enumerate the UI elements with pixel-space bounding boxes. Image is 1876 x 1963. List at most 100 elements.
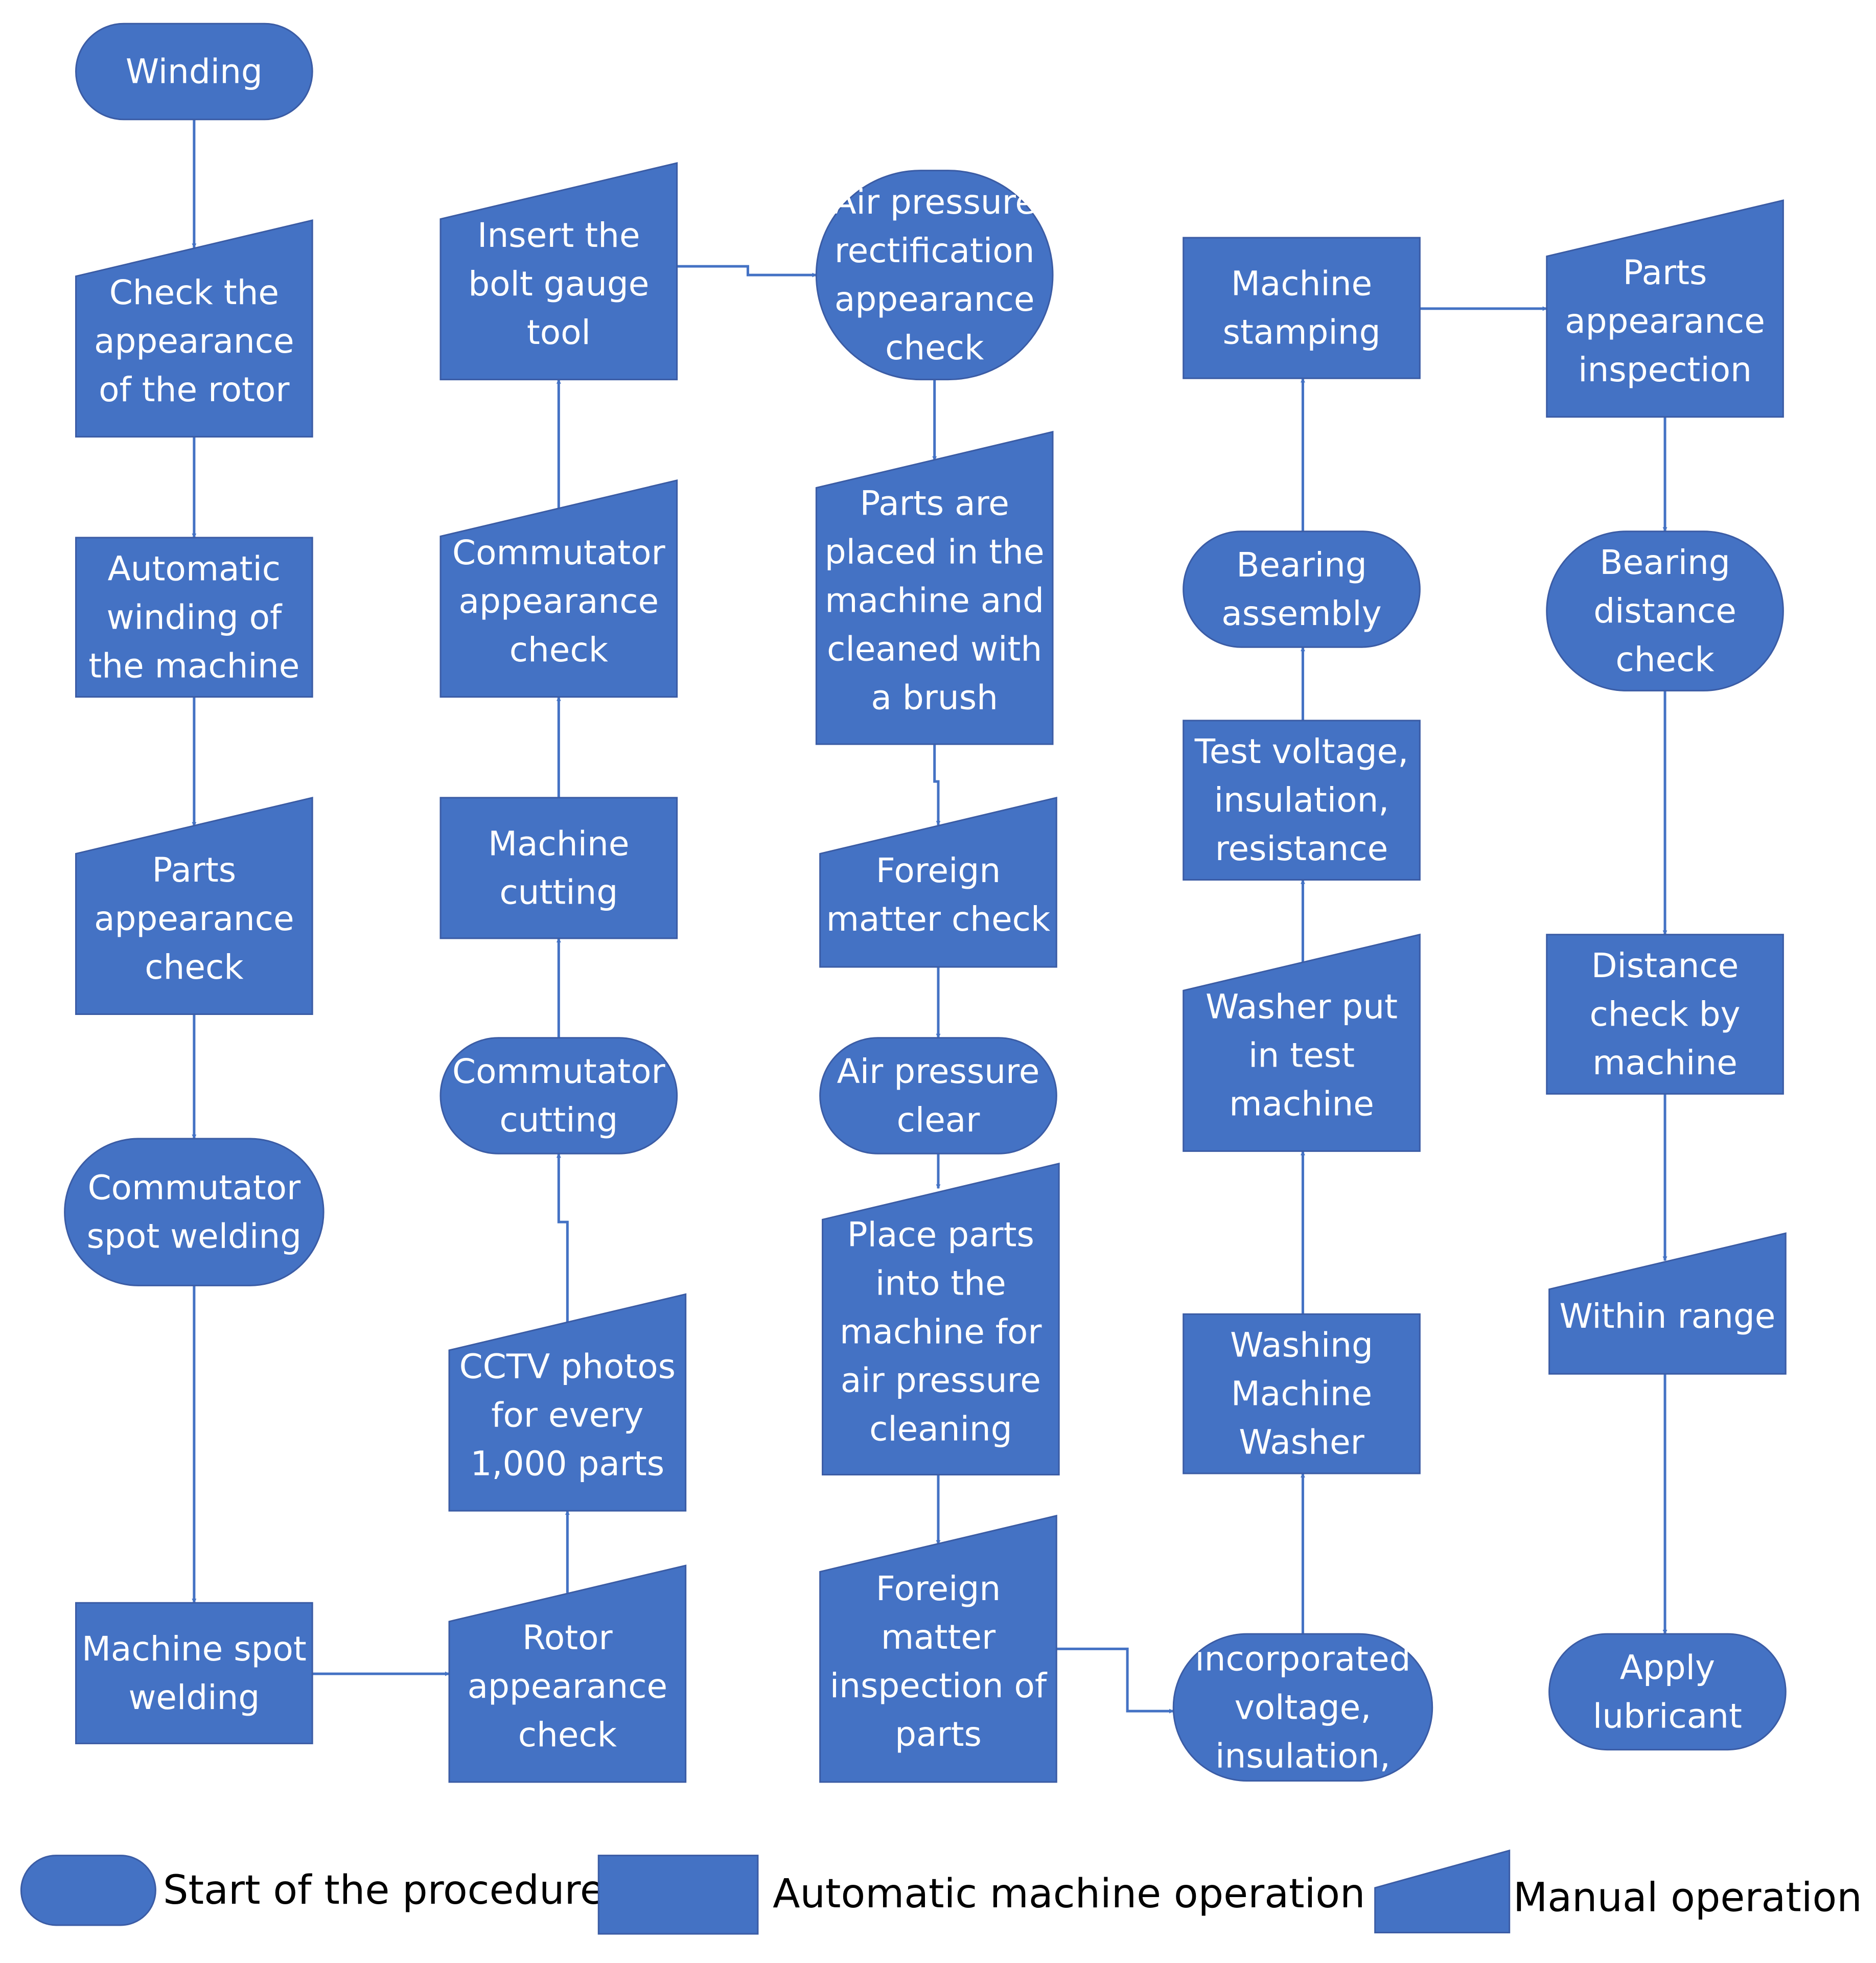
connectors xyxy=(192,119,1667,1714)
connector-arrow-18 xyxy=(1056,1647,1174,1714)
node-label-line: appearance xyxy=(94,899,294,938)
node-foreign-matter-check: Foreign matter check xyxy=(819,796,1057,968)
node-label-line: incorporated xyxy=(1195,1639,1410,1678)
connector-arrow-14 xyxy=(933,744,941,826)
node-shape-auto xyxy=(1546,934,1784,1095)
node-label-line: Commutator xyxy=(452,533,665,572)
node-label-line: the machine xyxy=(88,646,299,685)
node-label-line: 1,000 parts xyxy=(471,1444,665,1483)
node-label-line: Machine xyxy=(1231,264,1372,304)
node-label-line: Commutator xyxy=(452,1052,665,1091)
node-label-line: voltage, xyxy=(1235,1688,1372,1727)
node-commutator-cutting: Commutator cutting xyxy=(439,1037,678,1154)
node-label-line: machine for xyxy=(840,1312,1042,1351)
node-label-line: Washing xyxy=(1230,1326,1373,1365)
node-label-line: cutting xyxy=(499,1100,618,1140)
node-label-line: in test xyxy=(1248,1036,1355,1075)
node-label-line: check xyxy=(1615,640,1715,679)
legend-label: Manual operation xyxy=(1513,1875,1862,1921)
node-shape-auto xyxy=(1183,237,1421,379)
node-shape-start xyxy=(1172,1633,1433,1782)
node-shape-start xyxy=(1546,530,1784,691)
node-shape-manual xyxy=(819,796,1057,968)
node-label-line: appearance xyxy=(835,280,1035,319)
node-label-line: Air pressure xyxy=(837,1052,1040,1091)
node-label-line: Machine xyxy=(1231,1374,1372,1414)
legend-swatch-start xyxy=(20,1855,156,1926)
node-shape-start xyxy=(64,1138,325,1286)
node-winding: Winding xyxy=(75,22,313,121)
node-label-line: machine xyxy=(1229,1084,1374,1124)
node-shape-start xyxy=(819,1037,1057,1154)
node-label-line: welding xyxy=(128,1678,260,1717)
node-label-line: cleaned with xyxy=(827,630,1042,669)
node-shape-start xyxy=(815,170,1054,381)
node-label-line: of the rotor xyxy=(99,370,290,409)
node-label-line: matter check xyxy=(826,899,1051,939)
node-within-range: Within range xyxy=(1548,1232,1787,1375)
node-label-line: rectification xyxy=(835,231,1035,270)
node-label-line: assembly xyxy=(1221,594,1381,633)
node-label-line: Commutator xyxy=(88,1168,301,1208)
node-bearing-assembly: Bearing assembly xyxy=(1183,530,1421,648)
node-label-line: Foreign xyxy=(876,1569,1001,1608)
node-shape-auto xyxy=(75,1602,313,1744)
node-label-line: placed in the xyxy=(825,533,1045,572)
node-label-line: Parts xyxy=(152,850,237,890)
legend-label: Automatic machine operation xyxy=(773,1871,1365,1917)
node-label-line: insulation, xyxy=(1214,780,1389,820)
node-label-line: check xyxy=(518,1715,617,1754)
node-label-line: appearance xyxy=(459,582,659,621)
node-shape-manual xyxy=(1548,1232,1787,1375)
node-label-line: Bearing xyxy=(1236,545,1367,585)
node-label-line: appearance xyxy=(1565,302,1765,341)
node-test-voltage: Test voltage,insulation,resistance xyxy=(1183,720,1421,881)
legend-item-auto: Automatic machine operation xyxy=(597,1855,1365,1935)
node-shape-auto xyxy=(1183,720,1421,881)
node-label-line: Machine spot xyxy=(82,1629,307,1669)
node-label-line: inspection of xyxy=(830,1666,1048,1705)
node-label-line: check by xyxy=(1589,995,1740,1034)
node-label-line: machine and xyxy=(825,581,1044,620)
node-shape-manual xyxy=(819,1514,1057,1783)
legend-label: Start of the procedure xyxy=(163,1867,605,1913)
node-shape-manual xyxy=(448,1293,687,1512)
node-shape-manual xyxy=(439,479,678,698)
legend-swatch-auto xyxy=(597,1855,759,1935)
node-shape-auto xyxy=(439,797,678,939)
node-shape-manual xyxy=(1183,933,1421,1152)
node-shape-auto xyxy=(1183,1313,1421,1474)
node-shape-start xyxy=(439,1037,678,1154)
node-label-line: tool xyxy=(527,313,591,352)
node-shape-manual xyxy=(822,1162,1060,1475)
node-label-line: Winding xyxy=(126,52,263,91)
node-label-line: appearance xyxy=(468,1667,668,1706)
node-label-line: clear xyxy=(897,1100,981,1140)
node-label-line: air pressure xyxy=(841,1360,1041,1400)
node-label-line: Parts xyxy=(1623,253,1707,292)
node-label-line: Foreign xyxy=(876,851,1001,890)
node-label-line: Distance xyxy=(1591,946,1739,985)
node-label-line: matter xyxy=(881,1618,996,1657)
node-shape-start xyxy=(1183,530,1421,648)
node-shape-manual xyxy=(75,796,313,1015)
node-label-line: bolt gauge xyxy=(468,264,649,304)
connector-arrow-8 xyxy=(556,1153,569,1323)
connector-arrow-12 xyxy=(677,265,817,278)
node-label-line: CCTV photos xyxy=(459,1347,676,1386)
node-label-line: Check the xyxy=(109,273,279,312)
